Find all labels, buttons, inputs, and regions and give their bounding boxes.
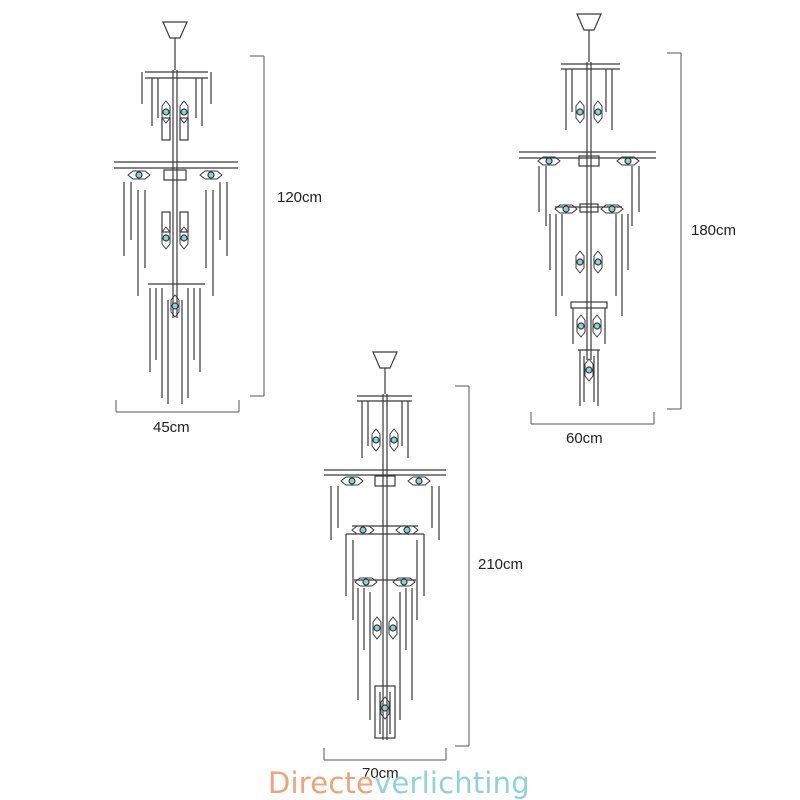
chandelier-large (324, 351, 446, 740)
chandelier-large-width-label: 70cm (362, 765, 399, 782)
chandelier-small-height-label: 120cm (277, 189, 323, 206)
chandelier-medium-width-label: 60cm (566, 430, 603, 447)
chandelier-medium-height-label: 180cm (691, 222, 737, 239)
chandelier-small (114, 21, 238, 404)
watermark-part2: verlichting (374, 766, 530, 800)
chandelier-small-dimension-lines (115, 55, 265, 413)
chandelier-large-dimension-lines (323, 385, 470, 761)
watermark-part1: Directe (268, 766, 375, 800)
chandelier-small-width-label: 45cm (153, 419, 190, 436)
chandelier-medium (519, 13, 656, 406)
chandelier-medium-dimension-lines (530, 52, 682, 425)
watermark-logo: Directeverlichting (268, 766, 530, 800)
chandelier-large-height-label: 210cm (478, 556, 524, 573)
